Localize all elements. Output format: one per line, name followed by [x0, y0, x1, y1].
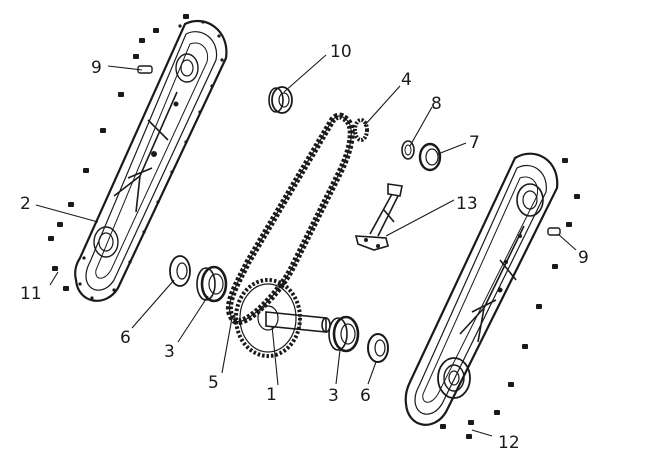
callout-labels: 9 2 11 10 4 8 7 13 9 6 3 5 1 3 6 12: [20, 42, 589, 453]
roller-chain: [226, 112, 355, 326]
callout-4: 4: [401, 70, 412, 90]
bearing-7: [418, 142, 442, 172]
callout-6-left: 6: [120, 328, 131, 348]
bearing-10: [268, 86, 293, 114]
bearing-3-right: [328, 315, 360, 353]
callout-11: 11: [20, 284, 42, 304]
right-screws: [440, 158, 580, 439]
washer-8: [401, 140, 415, 160]
callout-12: 12: [498, 433, 520, 453]
callout-1: 1: [266, 385, 277, 405]
bracket-13: [354, 183, 403, 251]
left-screws: [48, 14, 189, 291]
callout-9-left: 9: [91, 58, 102, 78]
bolt-9-right: [547, 227, 561, 236]
small-sprocket: [353, 118, 369, 142]
drive-sprocket: [234, 278, 302, 358]
washer-6-left: [169, 255, 191, 287]
callout-7: 7: [469, 133, 480, 153]
callout-6-right: 6: [360, 386, 371, 406]
callout-13: 13: [456, 194, 478, 214]
callout-5: 5: [208, 373, 219, 393]
callout-3-right: 3: [328, 386, 339, 406]
callout-2: 2: [20, 194, 31, 214]
callout-8: 8: [431, 94, 442, 114]
left-chain-cover: [74, 19, 228, 302]
bearing-3-left: [196, 265, 228, 303]
right-chain-cover: [404, 152, 559, 426]
callout-3-left: 3: [164, 342, 175, 362]
leader-lines: [35, 54, 577, 437]
drive-shaft: [265, 311, 331, 333]
callout-10: 10: [330, 42, 352, 62]
callout-9-right: 9: [578, 248, 589, 268]
washer-6-right: [367, 333, 389, 363]
